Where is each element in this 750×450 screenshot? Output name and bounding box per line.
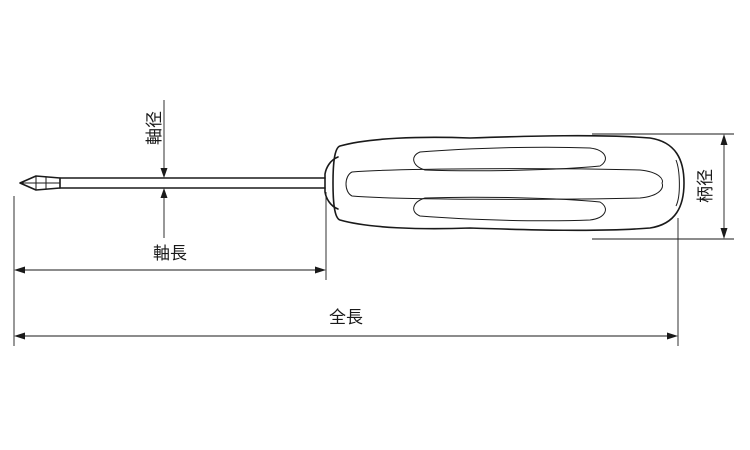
screwdriver — [19, 134, 685, 232]
handle-diameter-label: 柄径 — [696, 169, 716, 203]
handle-groove-upper — [413, 146, 606, 172]
shaft-length-label: 軸長 — [153, 244, 187, 264]
shaft-diameter-label: 軸径 — [145, 111, 165, 145]
handle-end-cap — [675, 159, 680, 207]
screwdriver-tip — [19, 175, 61, 191]
handle-groove-lower — [413, 196, 606, 222]
handle-body — [332, 134, 685, 232]
handle-groove-center — [345, 168, 663, 200]
overall-length-dimension: 全長 — [14, 218, 679, 346]
shaft-length-dimension: 軸長 — [13, 192, 327, 346]
screwdriver-shaft — [59, 177, 326, 189]
overall-length-label: 全長 — [329, 308, 363, 328]
handle-diameter-dimension: 柄径 — [592, 133, 734, 240]
handle-bolster — [324, 156, 339, 210]
shaft-diameter-dimension: 軸径 — [145, 100, 168, 238]
